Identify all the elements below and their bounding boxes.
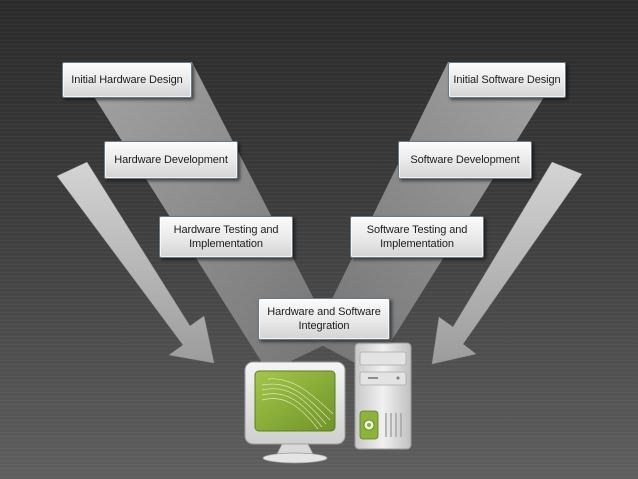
computer-tower-icon: [354, 342, 412, 450]
left-arrow-icon: [56, 161, 215, 364]
hardware-development-box: Hardware Development: [104, 141, 238, 179]
initial-software-design-label: Initial Software Design: [453, 74, 561, 86]
hardware-testing-label: Hardware Testing and Implementation: [173, 224, 279, 250]
initial-hardware-design-box: Initial Hardware Design: [62, 62, 192, 98]
software-development-label: Software Development: [410, 154, 520, 166]
monitor-icon: [244, 361, 346, 464]
software-testing-label: Software Testing and Implementation: [366, 224, 468, 250]
hardware-testing-box: Hardware Testing and Implementation: [159, 216, 293, 258]
integration-box: Hardware and Software Integration: [258, 298, 390, 340]
right-arrow-icon: [431, 161, 583, 365]
integration-label: Hardware and Software Integration: [267, 306, 381, 332]
software-testing-box: Software Testing and Implementation: [350, 216, 484, 258]
software-development-box: Software Development: [398, 141, 532, 179]
initial-software-design-box: Initial Software Design: [448, 62, 566, 98]
hardware-development-label: Hardware Development: [114, 154, 228, 166]
initial-hardware-design-label: Initial Hardware Design: [71, 74, 183, 86]
